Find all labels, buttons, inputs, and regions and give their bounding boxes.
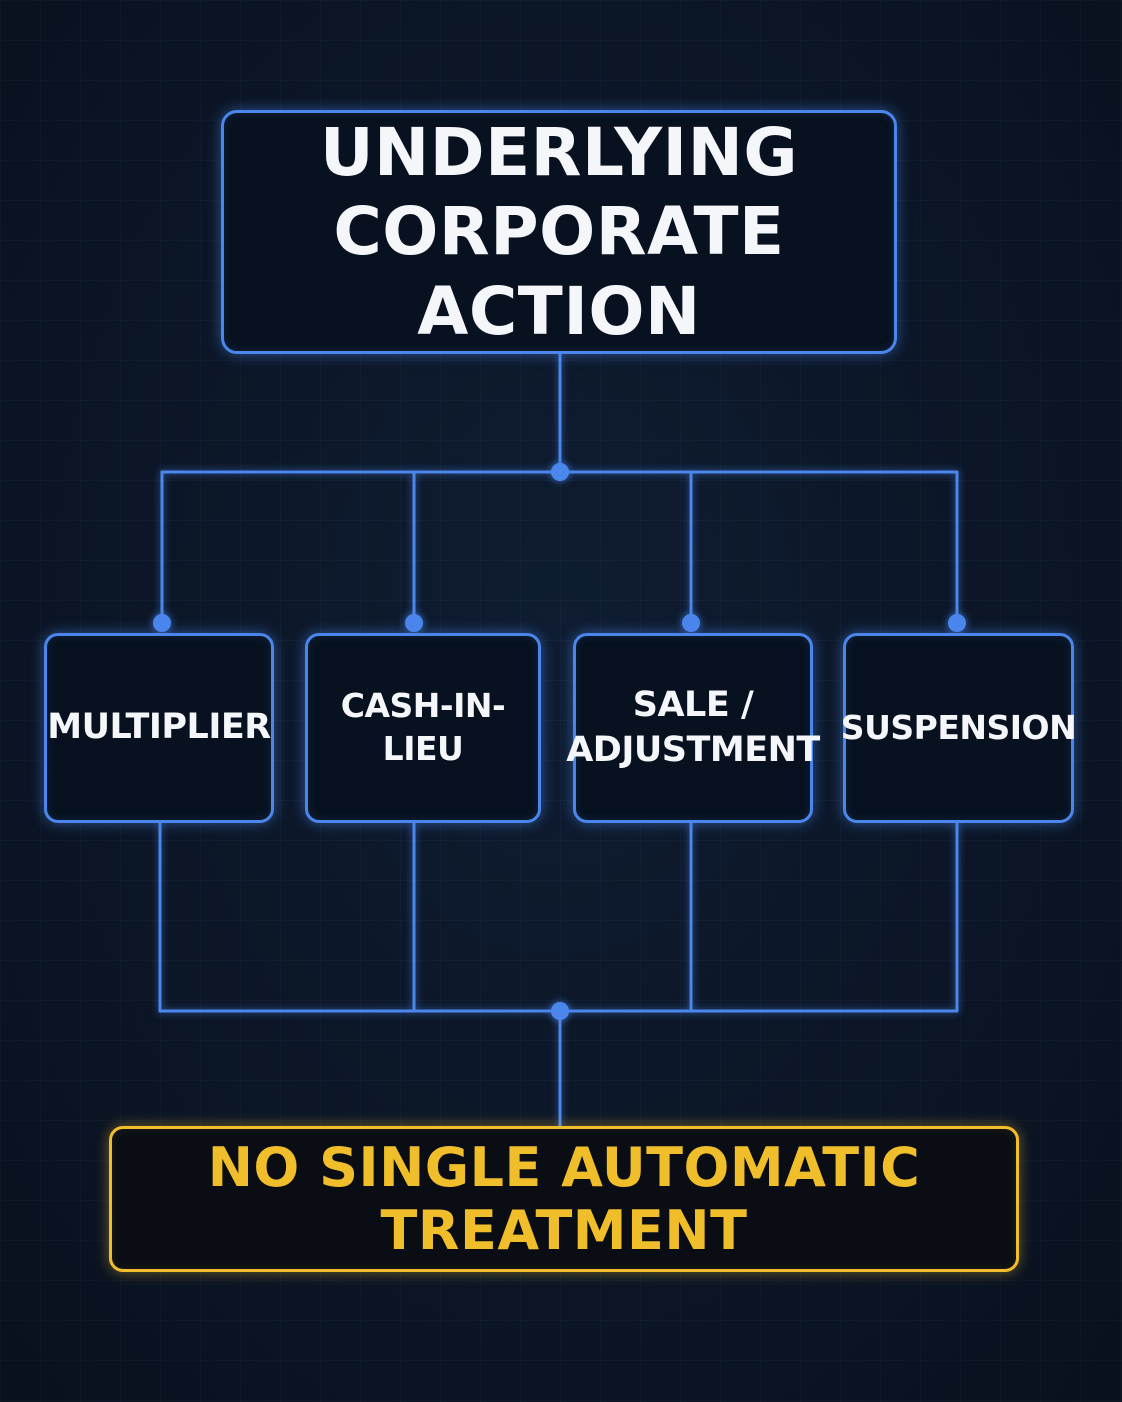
root-node-corporate-action: UNDERLYING CORPORATE ACTION <box>221 110 897 354</box>
outcome-node-suspension: SUSPENSION <box>840 633 1077 823</box>
junction-dot-sale <box>682 614 700 632</box>
outcome-node-multiplier: MULTIPLIER <box>44 633 274 823</box>
junction-dot-top <box>551 463 569 481</box>
junction-dot-bottom <box>551 1002 569 1020</box>
root-node-label: UNDERLYING CORPORATE ACTION <box>319 114 799 350</box>
outcome-node-sale-adjustment: SALE / ADJUSTMENT <box>566 633 820 823</box>
result-node-label: NO SINGLE AUTOMATIC TREATMENT <box>207 1136 921 1262</box>
junction-dot-cash <box>405 614 423 632</box>
outcome-node-cash-in-lieu: CASH-IN-LIEU <box>305 633 541 823</box>
result-node-no-automatic-treatment: NO SINGLE AUTOMATIC TREATMENT <box>109 1126 1019 1272</box>
junction-dot-suspension <box>948 614 966 632</box>
junction-dot-multiplier <box>153 614 171 632</box>
outcome-label-sale-adjustment: SALE / ADJUSTMENT <box>566 684 820 771</box>
outcome-label-multiplier: MULTIPLIER <box>47 707 271 748</box>
outcome-label-suspension: SUSPENSION <box>840 707 1077 747</box>
outcome-label-cash-in-lieu: CASH-IN-LIEU <box>340 686 506 768</box>
